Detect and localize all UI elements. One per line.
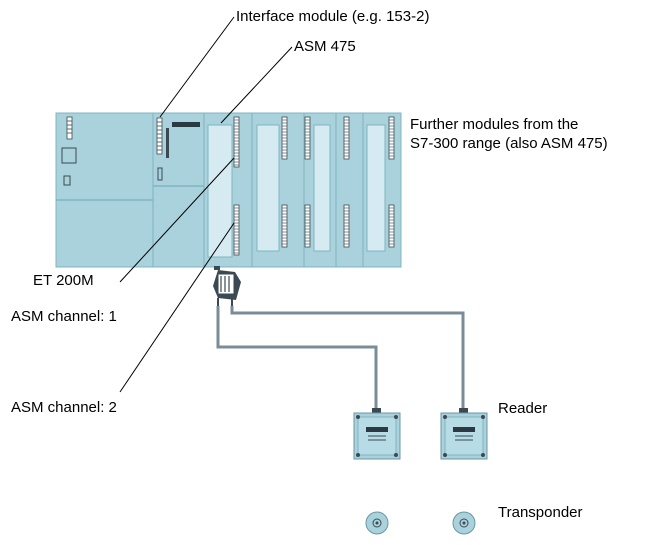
asm475-label: ASM 475: [294, 38, 356, 55]
further-modules-label-line1: Further modules from the: [410, 116, 579, 133]
reader-label: Reader: [498, 400, 548, 417]
cable-channel-2: [216, 306, 378, 408]
further-module-3: [335, 112, 364, 268]
et200m-socket: [63, 175, 71, 186]
leader-asm475: [220, 46, 293, 124]
reader-2: [440, 408, 488, 460]
leader-asm-channel-1: [119, 157, 235, 283]
cables: [216, 306, 465, 408]
module-rack: [55, 112, 402, 268]
asm475-connector-strip-top: [233, 116, 240, 168]
transponder-icon: [365, 511, 476, 535]
interface-module-label: Interface module (e.g. 153-2): [236, 8, 430, 25]
asm475-connector-strip-bottom: [233, 204, 240, 256]
further-modules-label-line2: S7-300 range (also ASM 475): [410, 135, 608, 152]
et200m-switch: [61, 147, 77, 164]
asm475-window: [207, 124, 233, 258]
transponder-1: [365, 511, 389, 535]
interface-slot: [166, 128, 169, 158]
interface-port: [157, 167, 163, 181]
et200m-label: ET 200M: [33, 272, 94, 289]
leader-lines: [119, 16, 293, 393]
transponder-2: [452, 511, 476, 535]
et200m-led-strip: [66, 116, 73, 140]
cable-plug-icon: [213, 266, 241, 306]
leader-interface-module: [159, 16, 235, 118]
asm-channel-2-label: ASM channel: 2: [11, 399, 117, 416]
transponder-label: Transponder: [498, 504, 583, 521]
reader-1: [353, 408, 401, 460]
interface-led-strip: [156, 117, 163, 155]
cable-channel-1: [230, 306, 465, 408]
connector-ticks: [234, 119, 394, 254]
reader-device: [353, 408, 488, 460]
leader-asm-channel-2: [119, 222, 235, 393]
asm-channel-1-label: ASM channel: 1: [11, 308, 117, 325]
interface-label-plate: [172, 122, 200, 127]
